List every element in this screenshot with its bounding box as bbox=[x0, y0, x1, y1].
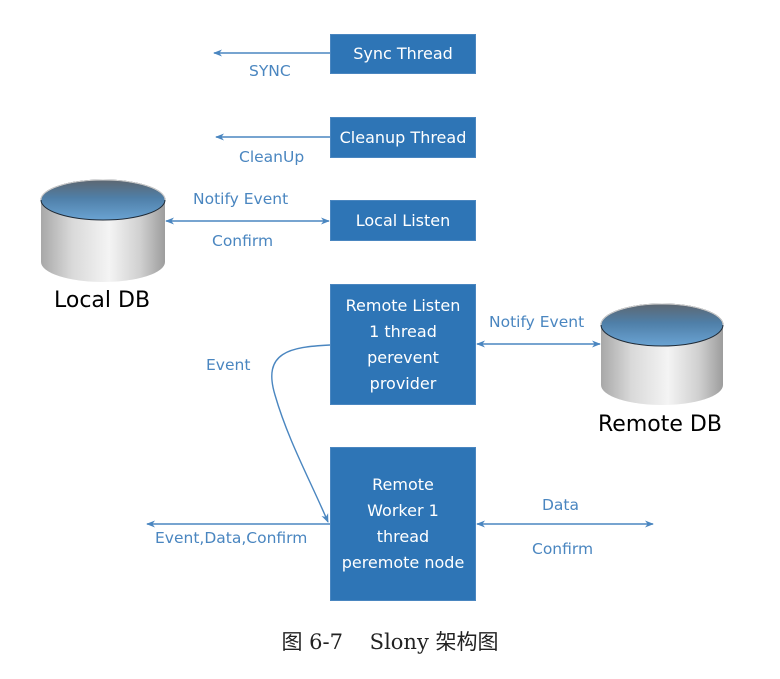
local-db-cylinder-icon bbox=[40, 179, 166, 282]
remote-notify-label: Notify Event bbox=[489, 313, 585, 331]
event-label: Event bbox=[206, 356, 251, 374]
local-db-label: Local DB bbox=[54, 288, 151, 313]
local-listen-label: Local Listen bbox=[355, 210, 451, 230]
sync-thread-box: Sync Thread bbox=[330, 34, 476, 74]
cleanup-label: CleanUp bbox=[239, 148, 305, 166]
cleanup-thread-label: Cleanup Thread bbox=[339, 127, 467, 147]
remote-db-cylinder-icon bbox=[600, 303, 724, 405]
worker-data-label: Data bbox=[542, 496, 580, 514]
sync-thread-label: Sync Thread bbox=[353, 44, 453, 63]
figure-caption: 图 6-7 Slony 架构图 bbox=[281, 630, 499, 654]
cleanup-thread-box: Cleanup Thread bbox=[330, 117, 476, 158]
remote-worker-box: Remote Worker 1 thread peremote node bbox=[330, 447, 476, 601]
local-notify-label: Notify Event bbox=[193, 190, 289, 208]
worker-left-label: Event,Data,Confirm bbox=[155, 529, 308, 547]
worker-confirm-label: Confirm bbox=[532, 540, 594, 558]
event-curve-arrow bbox=[271, 344, 331, 523]
remote-listen-label: Remote Listen 1 thread perevent provider bbox=[345, 295, 461, 393]
local-confirm-label: Confirm bbox=[212, 232, 274, 250]
remote-worker-label: Remote Worker 1 thread peremote node bbox=[341, 475, 465, 572]
sync-label: SYNC bbox=[249, 62, 291, 80]
remote-db-label: Remote DB bbox=[598, 412, 722, 437]
remote-listen-box: Remote Listen 1 thread perevent provider bbox=[330, 284, 476, 405]
local-listen-box: Local Listen bbox=[330, 200, 476, 241]
